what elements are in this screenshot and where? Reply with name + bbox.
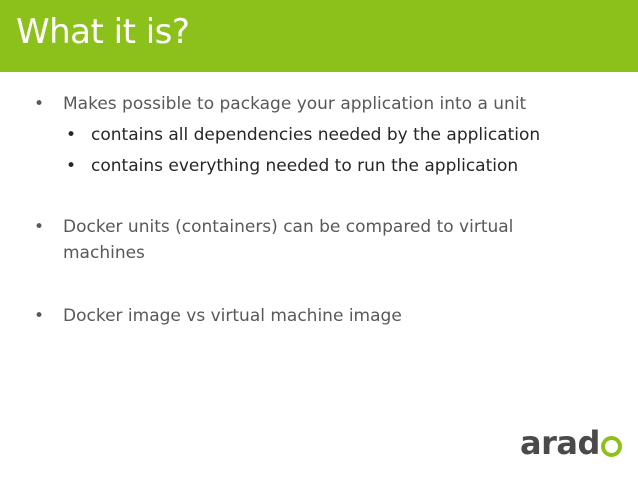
bullet-icon: • — [66, 125, 77, 145]
bullet-text: contains all dependencies needed by the … — [91, 125, 541, 145]
logo-wordmark: arad — [520, 424, 600, 462]
bullet-icon: • — [34, 306, 45, 326]
slide-title: What it is? — [16, 12, 190, 52]
arado-logo: arad — [520, 423, 622, 463]
bullet-icon: • — [66, 156, 77, 176]
bullet-text: Docker image vs virtual machine image — [63, 306, 402, 326]
bullet-icon: • — [34, 217, 45, 237]
bullet-text: Makes possible to package your applicati… — [63, 94, 527, 114]
bullet-text: machines — [63, 243, 145, 263]
bullet-icon: • — [34, 94, 45, 114]
logo-o-ring-icon — [600, 435, 622, 457]
bullet-text: contains everything needed to run the ap… — [91, 156, 519, 176]
title-bar: What it is? — [0, 0, 638, 72]
bullet-text: Docker units (containers) can be compare… — [63, 217, 514, 237]
